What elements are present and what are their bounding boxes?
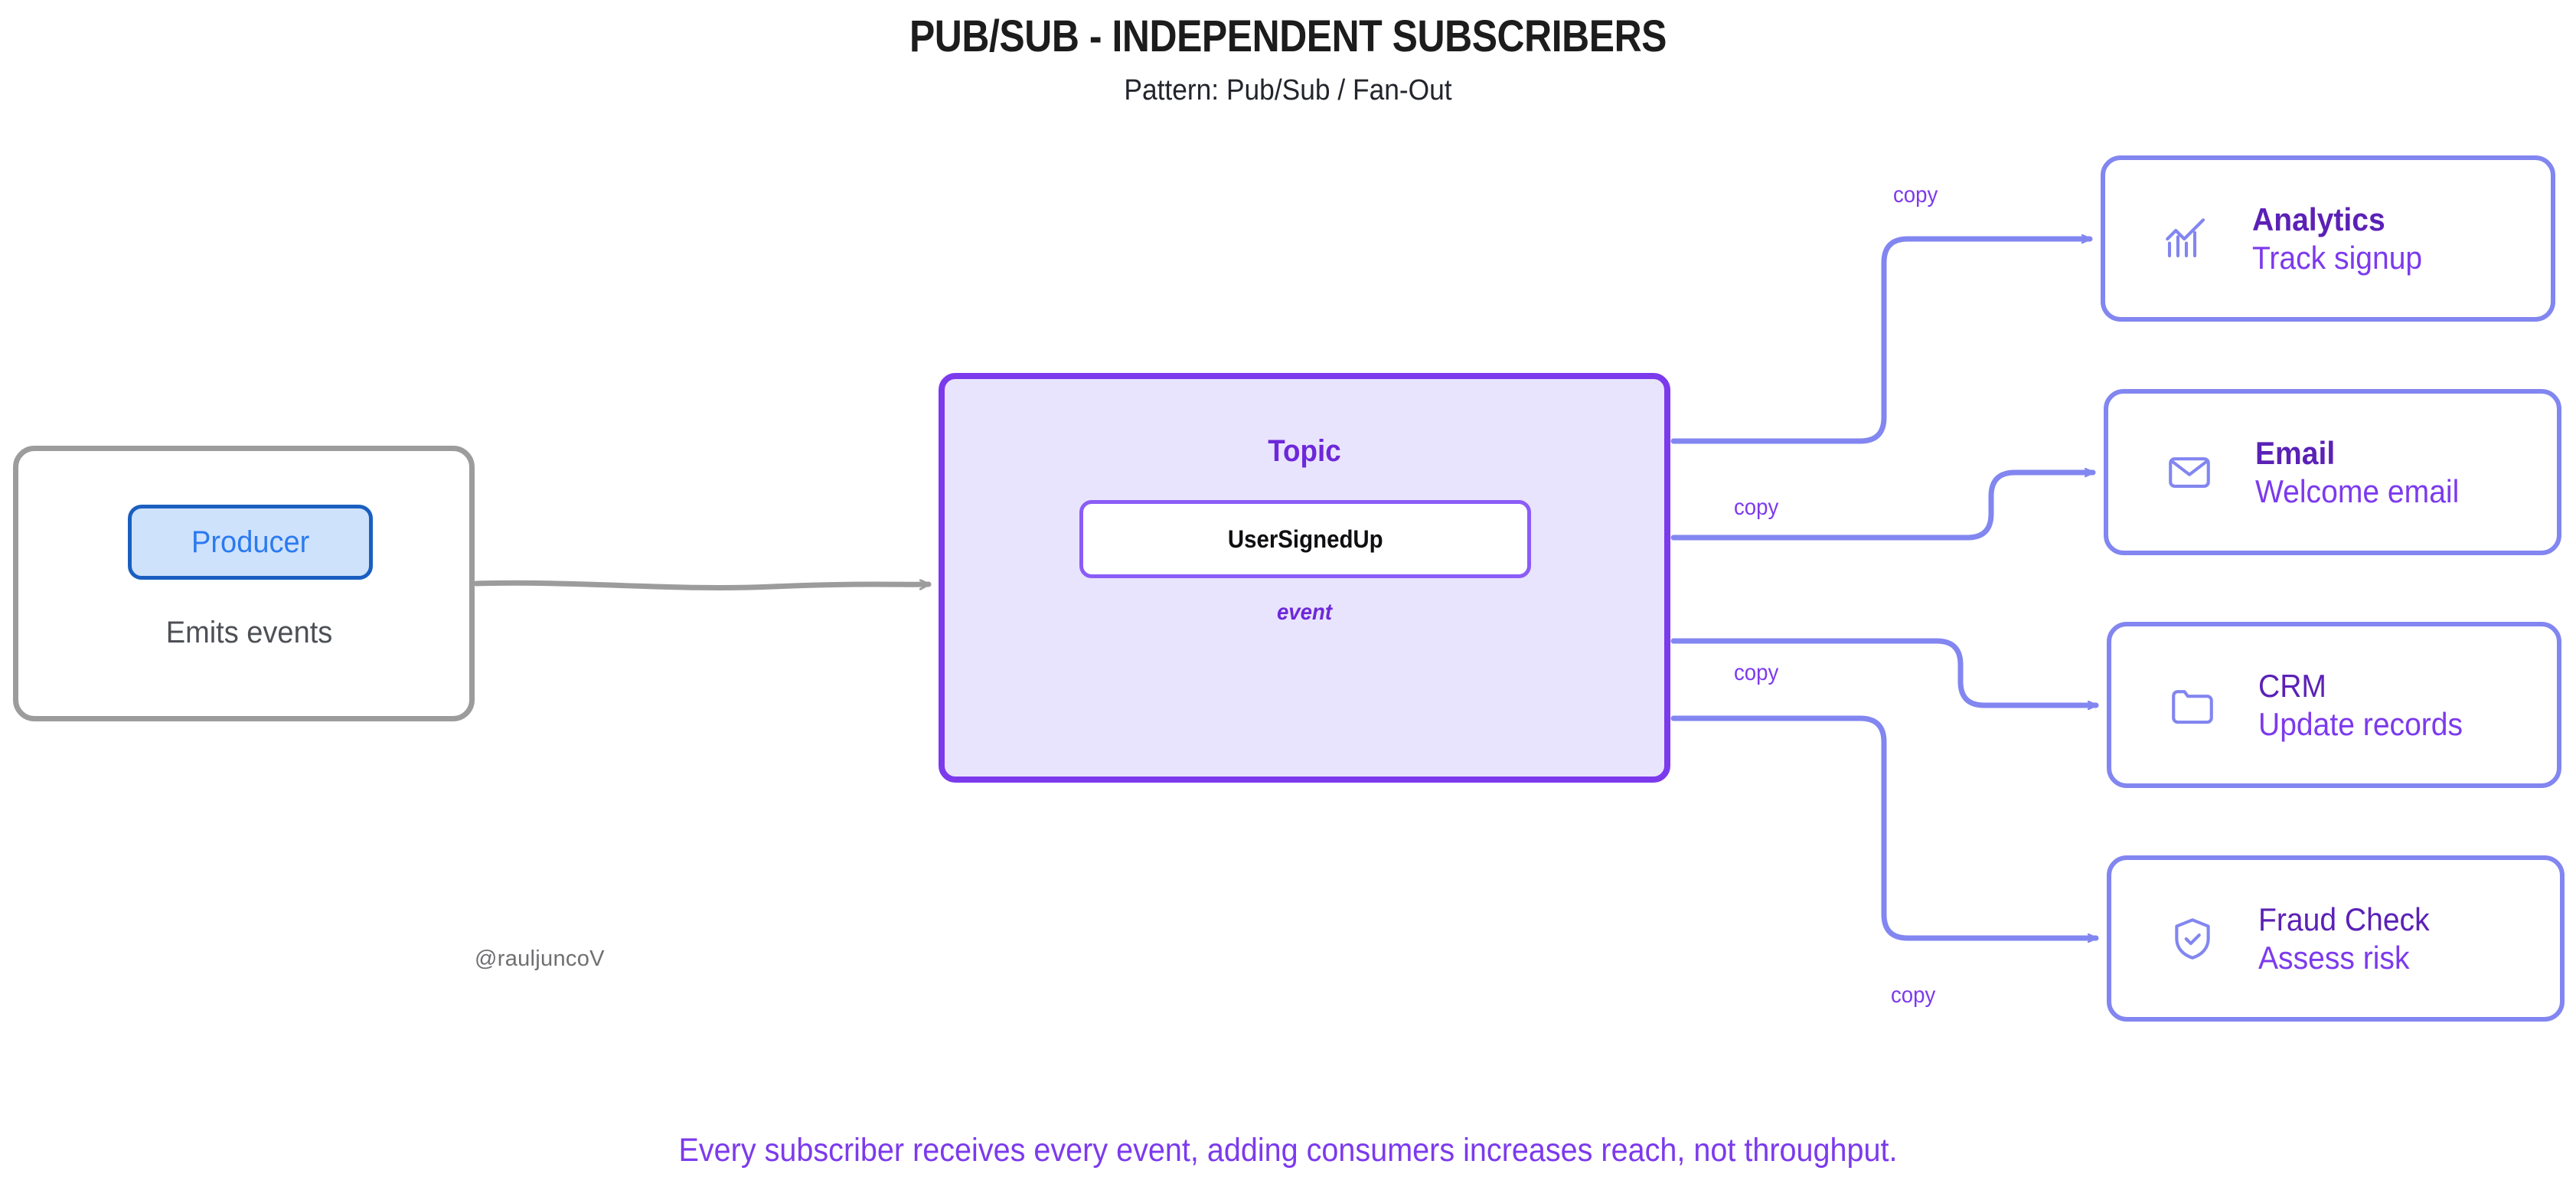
diagram-header: PUB/SUB - INDEPENDENT SUBSCRIBERS Patter… [0, 0, 2576, 107]
footer-caption: Every subscriber receives every event, a… [678, 1132, 1898, 1169]
subscriber-title: Fraud Check [2258, 901, 2430, 937]
edge-label-copy-fraud: copy [1891, 983, 1936, 1008]
subscriber-subtitle: Update records [2258, 705, 2463, 742]
subscriber-text: Email Welcome email [2235, 434, 2557, 510]
page-title: PUB/SUB - INDEPENDENT SUBSCRIBERS [909, 11, 1667, 61]
producer-chip[interactable]: Producer [128, 505, 373, 580]
subscriber-card-email[interactable]: Email Welcome email [2104, 389, 2561, 555]
producer-node[interactable]: Producer Emits events [13, 446, 475, 721]
subscriber-title: Email [2255, 434, 2336, 471]
subscriber-text: Analytics Track signup [2232, 201, 2551, 276]
topic-caption: event [1276, 600, 1333, 625]
edge-label-copy-crm: copy [1734, 660, 1779, 685]
edge-producer-to-topic [473, 583, 932, 591]
topic-node[interactable]: Topic UserSignedUp event [939, 373, 1670, 783]
chart-up-icon [2140, 214, 2232, 264]
subscriber-card-fraud-check[interactable]: Fraud Check Assess risk [2107, 855, 2565, 1022]
edge-topic-to-fraud [1670, 715, 2099, 938]
edge-label-copy-analytics: copy [1893, 182, 1938, 208]
topic-event-name: UserSignedUp [1227, 525, 1383, 553]
topic-event-chip[interactable]: UserSignedUp [1079, 500, 1531, 578]
edge-topic-to-analytics [1670, 239, 2093, 444]
producer-caption: Emits events [165, 616, 333, 649]
subscriber-text: CRM Update records [2238, 667, 2557, 743]
edge-label-copy-email: copy [1734, 495, 1779, 520]
folder-icon [2147, 680, 2238, 731]
producer-chip-label: Producer [191, 525, 310, 559]
subscriber-title: CRM [2258, 667, 2326, 704]
subscriber-card-crm[interactable]: CRM Update records [2107, 622, 2561, 788]
subscriber-subtitle: Welcome email [2255, 472, 2460, 509]
subscriber-subtitle: Assess risk [2258, 939, 2410, 976]
shield-check-icon [2147, 914, 2238, 964]
subscriber-title: Analytics [2252, 201, 2385, 237]
envelope-icon [2143, 447, 2235, 498]
topic-title: Topic [1268, 434, 1341, 468]
subscriber-subtitle: Track signup [2252, 239, 2423, 276]
author-watermark: @rauljuncoV [475, 947, 605, 971]
subscriber-card-analytics[interactable]: Analytics Track signup [2101, 155, 2555, 322]
page-subtitle: Pattern: Pub/Sub / Fan-Out [1124, 74, 1452, 106]
subscriber-text: Fraud Check Assess risk [2238, 901, 2560, 976]
